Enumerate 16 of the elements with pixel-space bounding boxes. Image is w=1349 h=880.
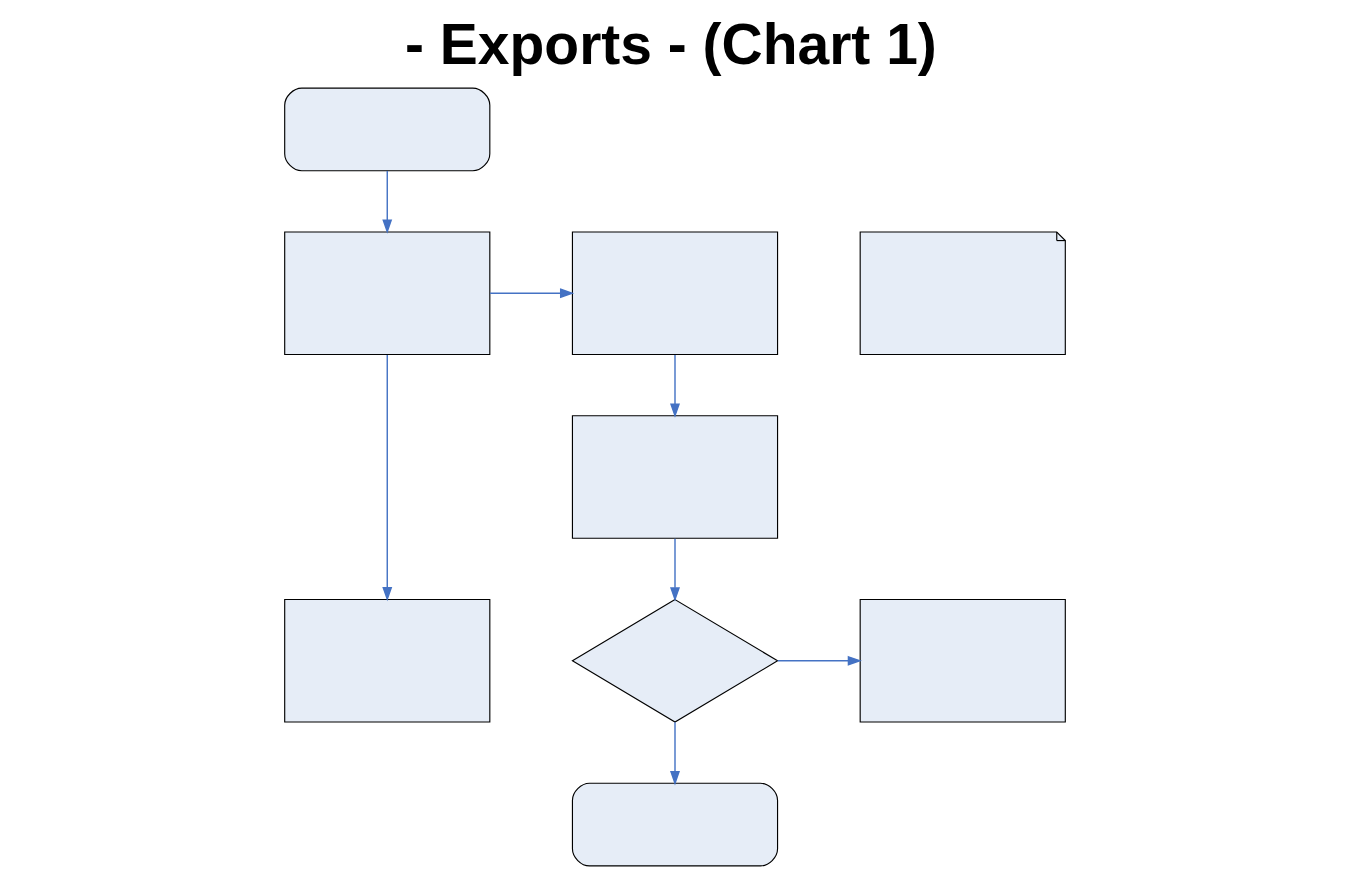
node-box [571,231,778,356]
diagram-title: - Exports - (Chart 1) [404,11,937,76]
node-diamond [570,598,779,723]
arrow [381,354,392,602]
node-box [859,598,1066,723]
arrow [669,354,680,418]
arrow [381,170,392,234]
node-box [283,598,490,723]
node-pill [283,87,490,172]
arrow [776,655,862,666]
arrow [488,288,574,299]
arrow [669,721,680,786]
node-box [571,415,778,539]
node-box [283,231,490,356]
arrow [669,538,680,602]
node-pill [571,782,778,867]
